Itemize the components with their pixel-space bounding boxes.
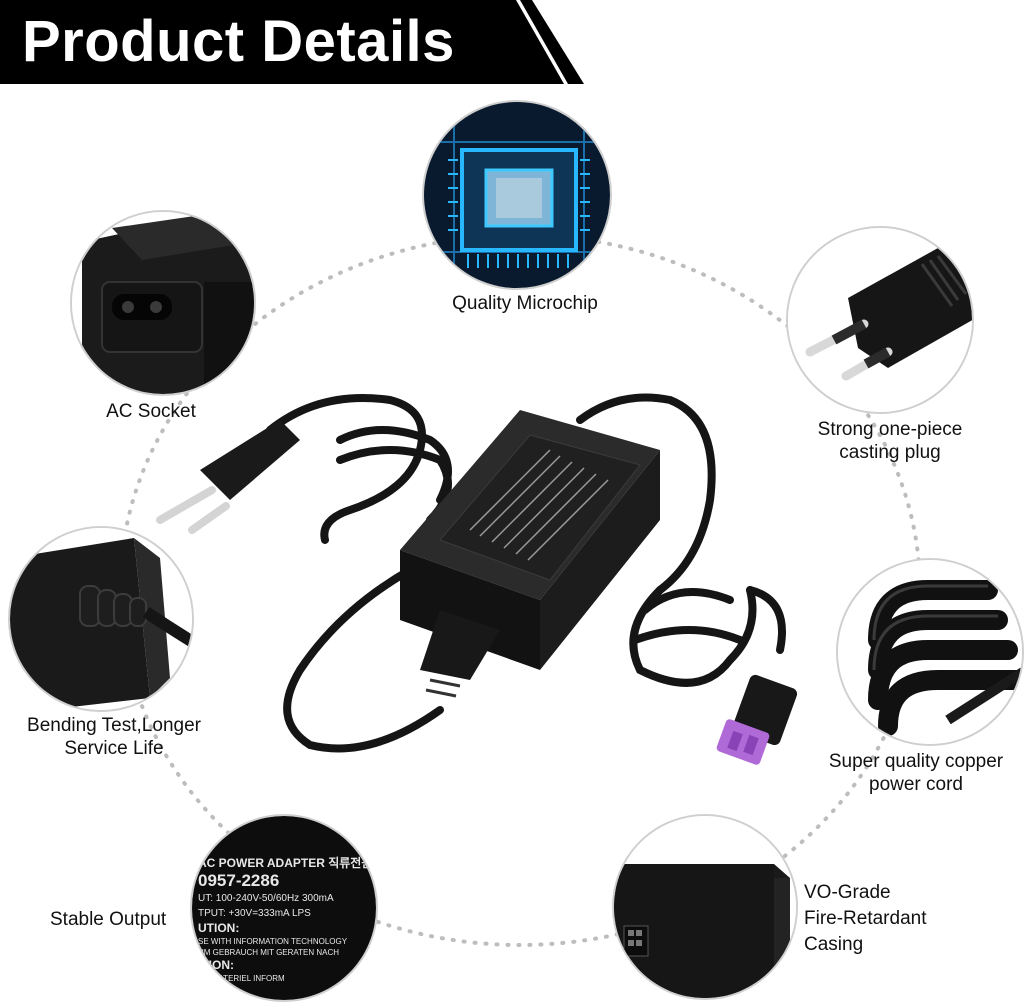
adapter-label-line7: UM GEBRAUCH MIT GERATEN NACH <box>198 948 340 957</box>
adapter-label-line1: AC POWER ADAPTER 직류전원 <box>198 856 373 870</box>
fire-retardant-circle <box>612 814 798 1000</box>
copper-label-line1: Super quality copper <box>828 751 1004 772</box>
ac-socket-icon <box>72 212 254 394</box>
stable-output-circle: AC POWER ADAPTER 직류전원 0957-2286 UT: 100-… <box>190 814 378 1002</box>
fire-label-line2: Fire-Retardant <box>804 908 927 929</box>
bending-label-line1: Bending Test,Longer <box>27 715 201 736</box>
fire-label-line3: Casing <box>804 934 864 955</box>
ac-socket-label: AC Socket <box>106 401 196 422</box>
adapter-label-line4: TPUT: +30V=333mA LPS <box>198 908 311 919</box>
adapter-label-line2: 0957-2286 <box>198 871 280 890</box>
power-adapter-illustration <box>156 393 798 765</box>
bending-label: Bending Test,Longer Service Life <box>4 714 224 760</box>
plug-icon <box>788 228 972 412</box>
bending-icon <box>10 528 192 710</box>
adapter-label-line9: DU MATERIEL INFORM <box>198 974 285 983</box>
bending-circle <box>8 526 194 712</box>
plug-label: Strong one-piece casting plug <box>790 418 990 464</box>
adapter-label-line3: UT: 100-240V-50/60Hz 300mA <box>198 893 334 904</box>
wall-plug <box>156 420 300 534</box>
fire-label-line1: VO-Grade <box>804 882 891 903</box>
ac-socket-circle <box>70 210 256 396</box>
casing-icon <box>614 816 796 998</box>
stable-output-label: Stable Output <box>50 909 167 930</box>
bending-label-line2: Service Life <box>64 738 164 759</box>
adapter-label-closeup: AC POWER ADAPTER 직류전원 0957-2286 UT: 100-… <box>198 856 376 984</box>
copper-label-line2: power cord <box>869 774 963 795</box>
dc-connector <box>716 674 798 765</box>
adapter-body <box>400 410 660 670</box>
plug-circle <box>786 226 974 414</box>
plug-label-line2: casting plug <box>839 442 941 463</box>
copper-label: Super quality copper power cord <box>806 750 1024 796</box>
page-title: Product Details <box>22 9 455 74</box>
adapter-label-line5: UTION: <box>198 921 240 935</box>
header-banner: Product Details <box>0 0 590 84</box>
microchip-circle <box>422 100 612 290</box>
adapter-label-line6: SE WITH INFORMATION TECHNOLOGY <box>198 937 348 946</box>
microchip-label: Quality Microchip <box>452 293 598 314</box>
adapter-label-line8: ITION: <box>198 958 234 972</box>
banner-shape <box>0 0 584 84</box>
microchip-icon <box>424 102 610 288</box>
fire-label: VO-Grade Fire-Retardant Casing <box>804 880 927 958</box>
copper-cord-circle <box>836 558 1024 746</box>
cord-coil-icon <box>838 560 1022 744</box>
plug-label-line1: Strong one-piece <box>817 419 963 440</box>
